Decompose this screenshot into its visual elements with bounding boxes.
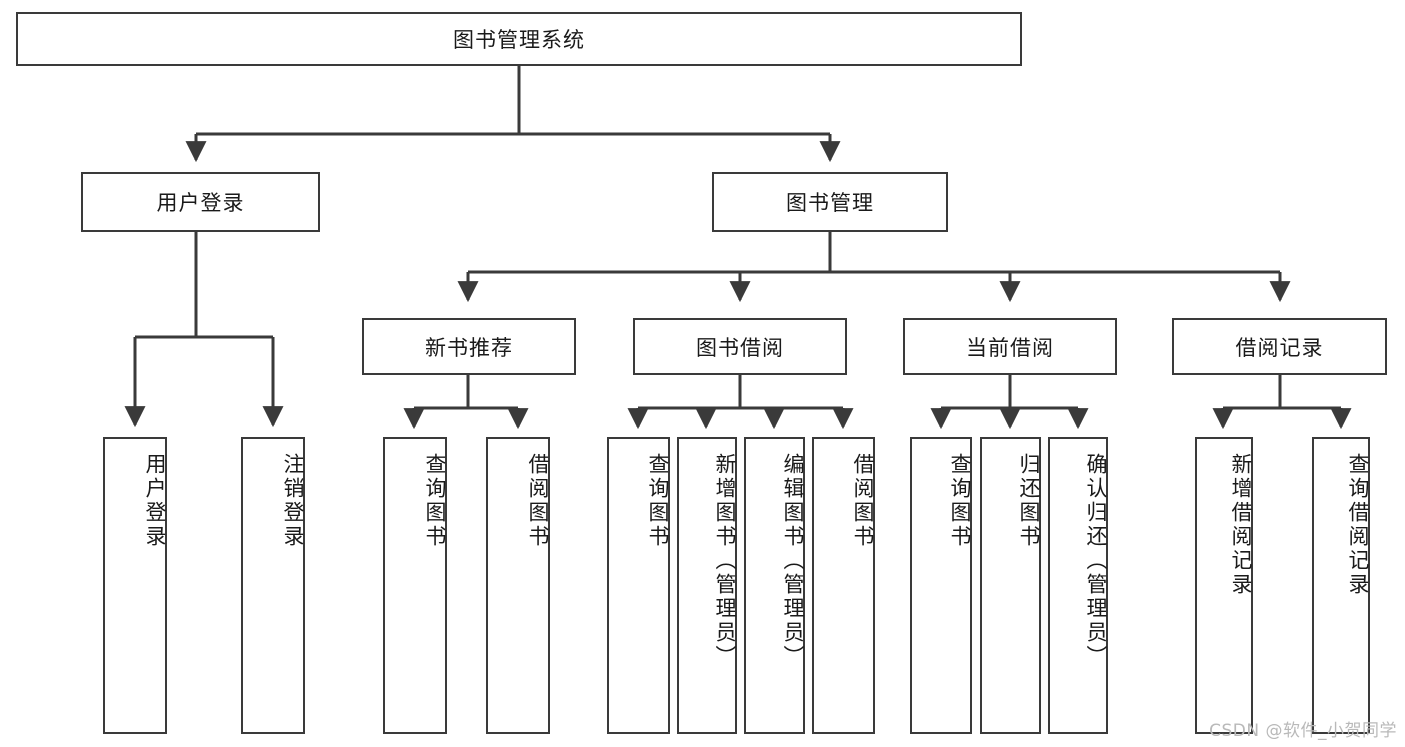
node-user-login[interactable]: 用户登录 (81, 172, 320, 232)
node-book-borrow-label: 图书借阅 (696, 335, 784, 360)
node-current-borrow-label: 当前借阅 (966, 335, 1054, 360)
node-borrow-record-label: 借阅记录 (1235, 335, 1324, 360)
node-leaf-add-book-label: 新增图书（管理员） (713, 453, 737, 669)
node-leaf-user-login-label: 用户登录 (143, 453, 167, 549)
node-leaf-query-record-label: 查询借阅记录 (1346, 453, 1370, 597)
node-leaf-query-book-1[interactable]: 查询图书 (383, 437, 447, 734)
node-leaf-query-book-2-label: 查询图书 (646, 453, 670, 549)
node-new-book-recommend-label: 新书推荐 (425, 335, 513, 360)
node-leaf-user-logout-label: 注销登录 (281, 453, 305, 549)
node-leaf-add-record-label: 新增借阅记录 (1229, 453, 1253, 597)
watermark-text: CSDN @软件_小贺同学 (1209, 721, 1397, 741)
node-leaf-edit-book[interactable]: 编辑图书（管理员） (744, 437, 805, 734)
node-leaf-query-book-1-label: 查询图书 (423, 453, 447, 549)
node-leaf-return-book[interactable]: 归还图书 (980, 437, 1041, 734)
node-leaf-confirm-return-label: 确认归还（管理员） (1084, 453, 1108, 669)
node-leaf-query-book-2[interactable]: 查询图书 (607, 437, 670, 734)
node-leaf-user-login[interactable]: 用户登录 (103, 437, 167, 734)
node-leaf-query-book-3-label: 查询图书 (948, 453, 972, 549)
node-leaf-return-book-label: 归还图书 (1017, 453, 1041, 549)
node-leaf-confirm-return[interactable]: 确认归还（管理员） (1048, 437, 1108, 734)
node-current-borrow[interactable]: 当前借阅 (903, 318, 1117, 375)
node-user-login-label: 用户登录 (156, 191, 245, 215)
node-leaf-borrow-book-1-label: 借阅图书 (526, 453, 550, 549)
node-new-book-recommend[interactable]: 新书推荐 (362, 318, 576, 375)
node-root-label: 图书管理系统 (453, 28, 585, 52)
node-book-borrow[interactable]: 图书借阅 (633, 318, 847, 375)
node-root[interactable]: 图书管理系统 (16, 12, 1022, 66)
node-leaf-borrow-book-2-label: 借阅图书 (851, 453, 875, 549)
node-leaf-query-book-3[interactable]: 查询图书 (910, 437, 972, 734)
node-book-management[interactable]: 图书管理 (712, 172, 948, 232)
node-leaf-borrow-book-2[interactable]: 借阅图书 (812, 437, 875, 734)
node-leaf-edit-book-label: 编辑图书（管理员） (781, 453, 805, 669)
node-leaf-add-record[interactable]: 新增借阅记录 (1195, 437, 1253, 734)
node-borrow-record[interactable]: 借阅记录 (1172, 318, 1387, 375)
node-leaf-user-logout[interactable]: 注销登录 (241, 437, 305, 734)
node-leaf-add-book[interactable]: 新增图书（管理员） (677, 437, 737, 734)
node-book-management-label: 图书管理 (786, 191, 874, 215)
node-leaf-query-record[interactable]: 查询借阅记录 (1312, 437, 1370, 734)
node-leaf-borrow-book-1[interactable]: 借阅图书 (486, 437, 550, 734)
